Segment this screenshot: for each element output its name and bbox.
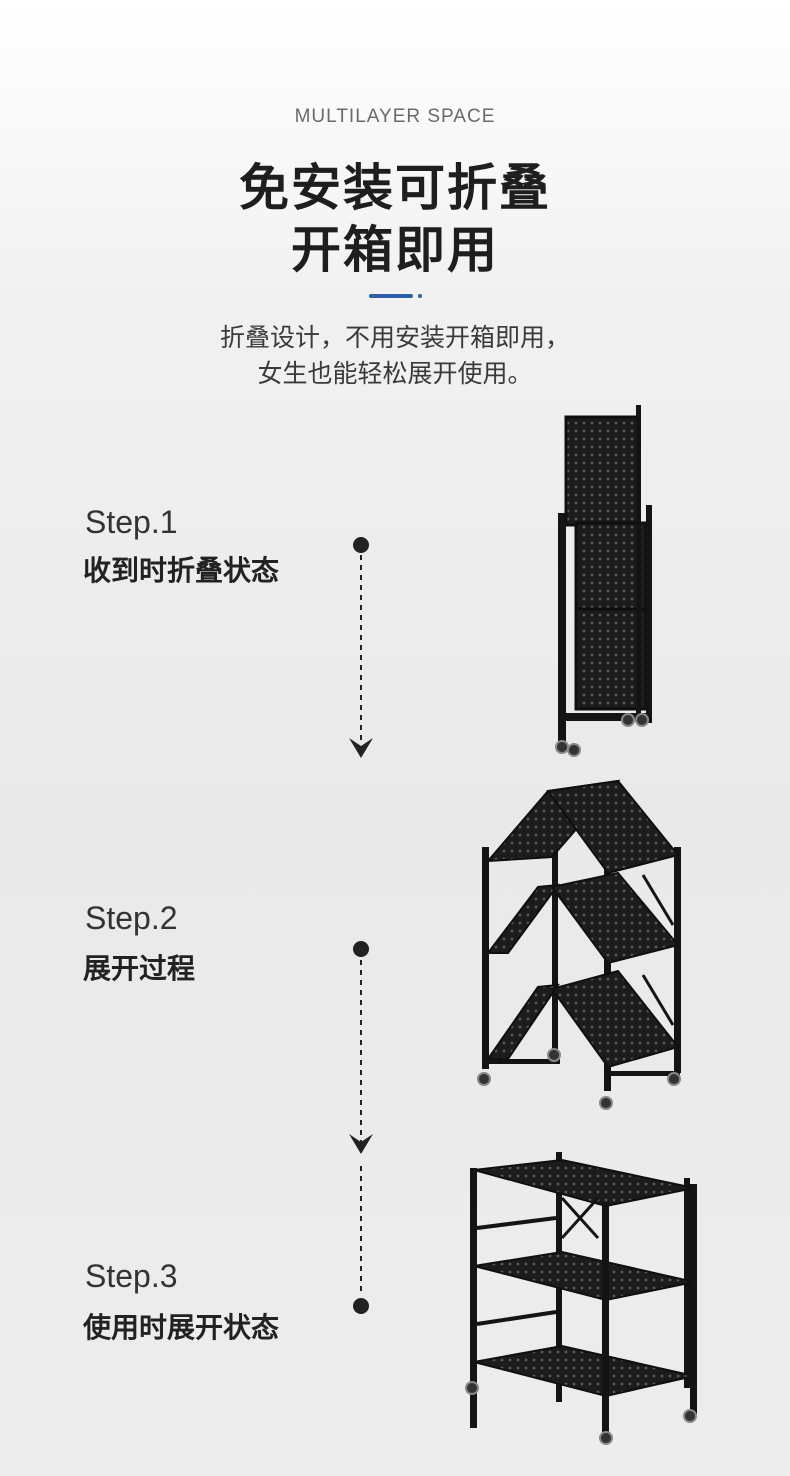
step-2-title: 展开过程 (83, 952, 196, 985)
step-1-title: 收到时折叠状态 (83, 554, 280, 587)
unfolded-rack-image (465, 1152, 697, 1445)
description-line-1: 折叠设计，不用安装开箱即用， (219, 323, 570, 352)
headline-line-2: 开箱即用 (291, 221, 499, 279)
step-3-title: 使用时展开状态 (83, 1311, 280, 1344)
step-3-number: Step.3 (85, 1258, 178, 1294)
accent-line (369, 294, 413, 298)
unfolding-rack-image (477, 779, 681, 1110)
folded-rack-image (555, 405, 652, 757)
headline-line-1: 免安装可折叠 (239, 159, 551, 217)
timeline-dot-2 (353, 941, 369, 957)
timeline-arrow-1-icon (349, 738, 373, 758)
timeline-arrow-2-icon (349, 1134, 373, 1154)
timeline (349, 537, 373, 1314)
timeline-dot-1 (353, 537, 369, 553)
step-2-number: Step.2 (85, 900, 178, 936)
timeline-dot-3 (353, 1298, 369, 1314)
eyebrow-text: MULTILAYER SPACE (294, 106, 496, 127)
step-1-number: Step.1 (85, 504, 178, 540)
accent-dot (418, 294, 422, 298)
description-line-2: 女生也能轻松展开使用。 (257, 359, 533, 388)
